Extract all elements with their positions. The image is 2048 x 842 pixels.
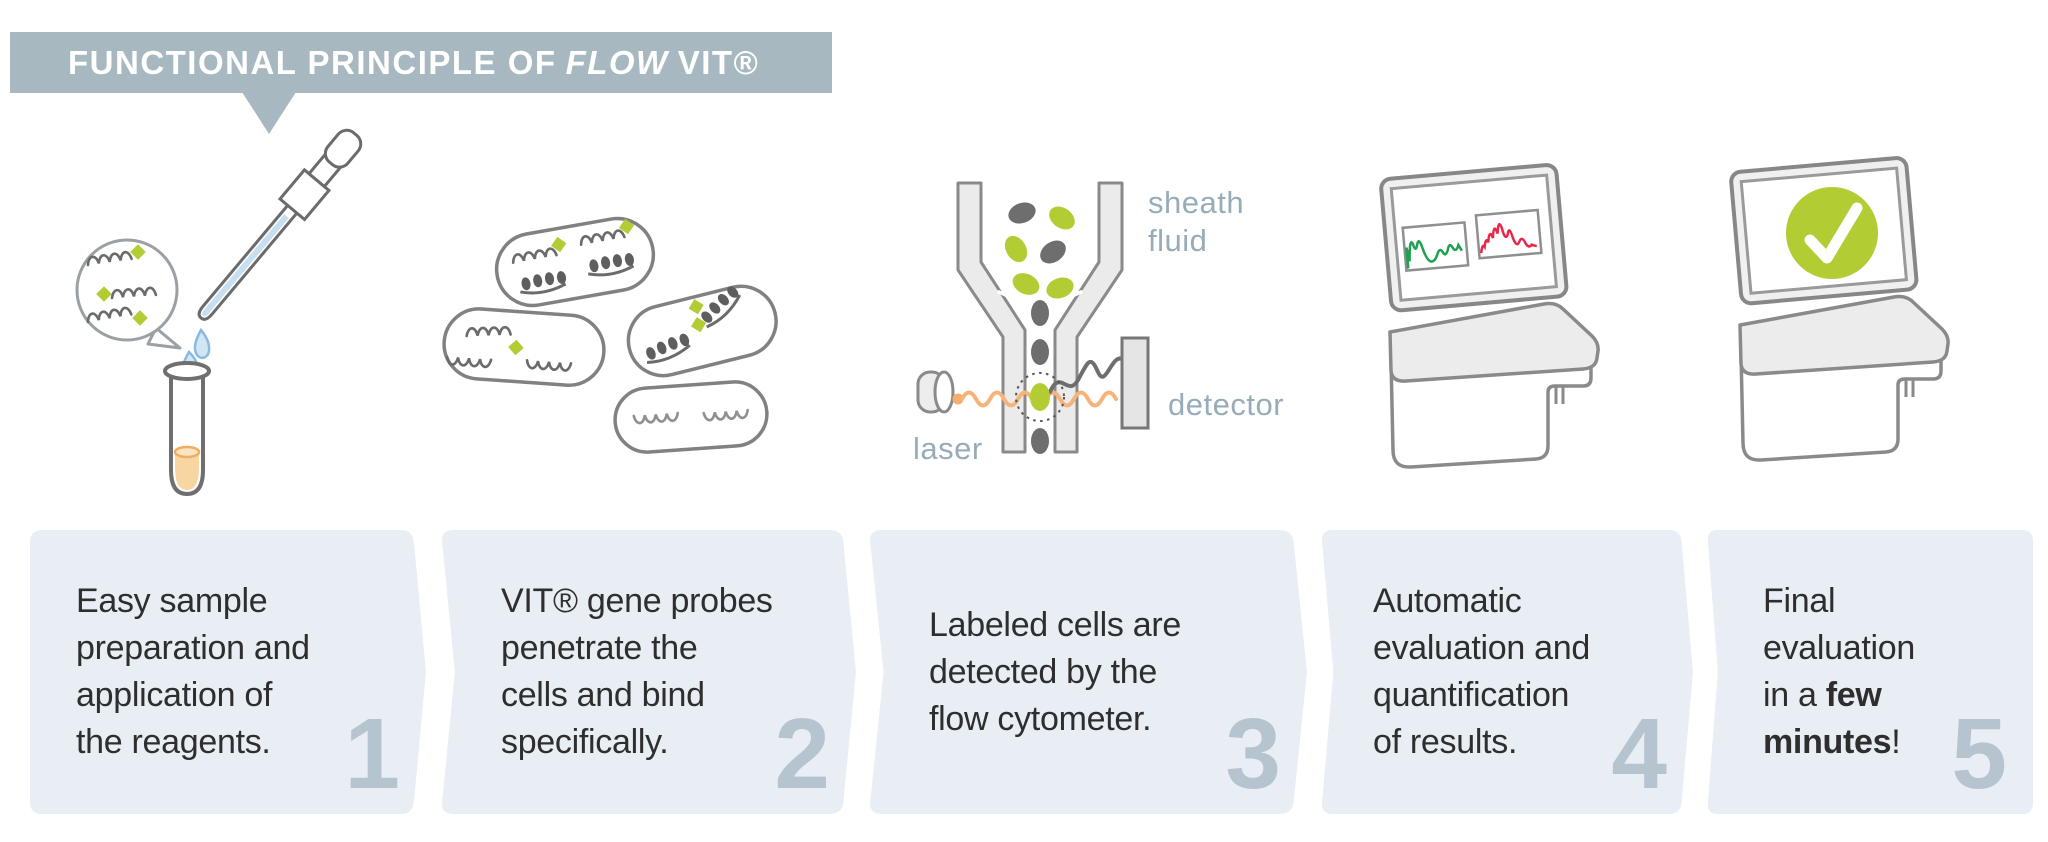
step-card-shape: [1321, 530, 1693, 814]
detector-label: detector: [1168, 387, 1285, 422]
detection-zone-circle: [1015, 372, 1065, 422]
cell: [626, 282, 778, 378]
step-description: Automatic evaluation and quantification …: [1373, 582, 1590, 761]
step-number: 3: [1225, 698, 1281, 810]
liquid-drop: [193, 327, 211, 360]
step-card-shape: [442, 530, 856, 814]
test-tube: [163, 361, 211, 497]
banner-pointer: [242, 92, 296, 134]
charts-screen: [1401, 208, 1543, 273]
step-number: 1: [344, 698, 400, 810]
laser-label: laser: [913, 431, 983, 466]
step-description: Easy sample preparation and application …: [76, 582, 310, 761]
step-number: 5: [1951, 698, 2007, 810]
sample-bubble: [75, 238, 182, 350]
step-card-4: Automatic evaluation and quantification …: [1321, 530, 1693, 814]
step-description: Final evaluation in a few minutes!: [1763, 582, 1916, 761]
step-number: 4: [1611, 698, 1667, 810]
cells-illustration: [442, 216, 778, 454]
funnel-left-wall: [956, 181, 1027, 454]
step-description: Labeled cells are detected by the flow c…: [929, 605, 1181, 738]
step-number: 2: [774, 698, 830, 810]
page-title-part2: VIT®: [677, 43, 760, 81]
step-description: VIT® gene probes penetrate the cells and…: [501, 582, 773, 761]
flow-cytometer-illustration: [916, 181, 1150, 454]
pipette-icon: [197, 128, 363, 321]
step-card-3: Labeled cells are detected by the flow c…: [869, 530, 1307, 814]
analyzer-machine: [1378, 162, 1601, 470]
page-title-part1: FUNCTIONAL PRINCIPLE OF: [68, 43, 557, 81]
sheath-fluid-label: sheath fluid: [1148, 185, 1245, 258]
cell: [494, 216, 656, 308]
result-machine: [1728, 155, 1951, 463]
step-card-shape: [30, 530, 426, 814]
laser-icon: [916, 370, 964, 414]
step-card-2: VIT® gene probes penetrate the cells and…: [441, 530, 856, 814]
detector-icon: [1120, 336, 1150, 430]
page-title-flow: FLOW: [565, 43, 669, 81]
cell: [613, 380, 769, 454]
step-card-5: Final evaluation in a few minutes! 5: [1707, 530, 2033, 814]
step-card-shape: [870, 530, 1307, 814]
signal-wave: [1048, 356, 1126, 394]
step-card-shape: [1707, 530, 2033, 814]
sample-preparation-illustration: [75, 128, 363, 497]
flowing-cells: [1004, 202, 1075, 454]
green-chart: [1405, 240, 1463, 269]
cell: [442, 307, 606, 387]
checkmark-icon: [1786, 187, 1878, 279]
red-chart: [1479, 223, 1538, 254]
step-card-1: Easy sample preparation and application …: [30, 530, 426, 814]
